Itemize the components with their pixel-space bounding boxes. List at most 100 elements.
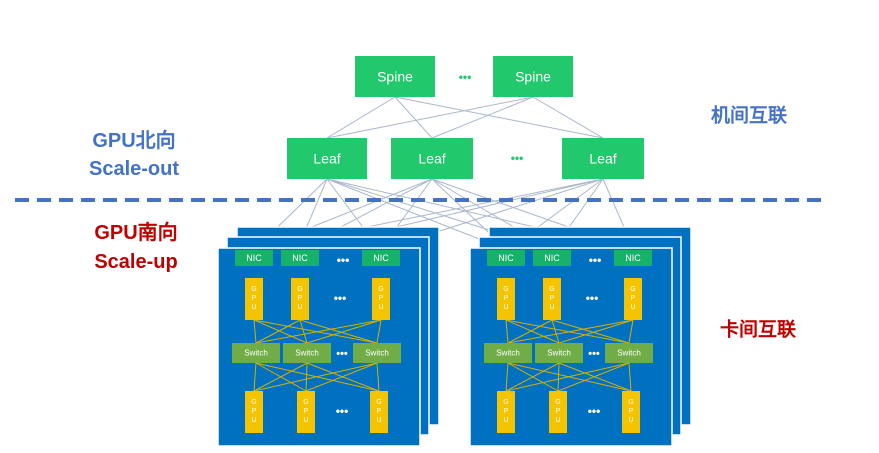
gpu-letter: P bbox=[298, 295, 303, 302]
gpu-letter: P bbox=[379, 295, 384, 302]
gpu-letter: U bbox=[630, 304, 635, 311]
gpu-letter: G bbox=[303, 399, 308, 406]
switch-label: Switch bbox=[295, 349, 319, 358]
leaf-label: Leaf bbox=[589, 151, 616, 167]
nic-label: NIC bbox=[498, 253, 514, 263]
nic-node bbox=[235, 250, 273, 266]
gpu-switch-link bbox=[507, 319, 634, 344]
nic-node bbox=[362, 250, 400, 266]
gpu-switch-link bbox=[558, 319, 634, 344]
gpu-letter: P bbox=[550, 295, 555, 302]
spine-leaf-link bbox=[326, 96, 396, 139]
switch-gpu-link bbox=[505, 362, 509, 392]
gpu-switch-link bbox=[551, 319, 560, 344]
spine-leaf-link bbox=[326, 96, 534, 139]
switch-gpu-link bbox=[305, 362, 308, 392]
switch-node bbox=[353, 343, 401, 363]
nic-label: NIC bbox=[544, 253, 560, 263]
gpu-letter: P bbox=[252, 295, 257, 302]
spine-node bbox=[355, 56, 435, 97]
nic-node bbox=[487, 250, 525, 266]
switch-gpu-link bbox=[557, 362, 560, 392]
gpu-letter: P bbox=[304, 408, 309, 415]
leaf-label: Leaf bbox=[418, 151, 445, 167]
gpu-letter: P bbox=[252, 408, 257, 415]
gpu-letter: U bbox=[549, 304, 554, 311]
gpu-node bbox=[497, 278, 515, 320]
southbound-subtitle: Scale-up bbox=[94, 251, 177, 273]
gpu-switch-link bbox=[299, 319, 378, 344]
switch-gpu-link bbox=[558, 362, 632, 392]
gpu-switch-link bbox=[376, 319, 382, 344]
gpu-node bbox=[543, 278, 561, 320]
switch-label: Switch bbox=[617, 349, 641, 358]
leaf-node bbox=[562, 138, 644, 179]
gpu-letter: U bbox=[503, 304, 508, 311]
gpu-letter: G bbox=[503, 399, 508, 406]
switch-gpu-link bbox=[507, 362, 632, 392]
leaf-node bbox=[391, 138, 473, 179]
gpu-node bbox=[291, 278, 309, 320]
gpu-letter: U bbox=[378, 304, 383, 311]
spine-label: Spine bbox=[515, 69, 551, 85]
spine-node bbox=[493, 56, 573, 97]
gpu-letter: P bbox=[629, 408, 634, 415]
switch-node bbox=[605, 343, 653, 363]
switch-label: Switch bbox=[547, 349, 571, 358]
inter-machine-label: 机间互联 bbox=[711, 105, 787, 127]
gpu-letter: G bbox=[376, 399, 381, 406]
gpu-letter: G bbox=[555, 399, 560, 406]
switch-node bbox=[535, 343, 583, 363]
gpu-ellipsis: ••• bbox=[336, 404, 349, 418]
nic-label: NIC bbox=[292, 253, 308, 263]
switch-gpu-link bbox=[376, 362, 380, 392]
gpu-switch-link bbox=[253, 319, 257, 344]
switch-ellipsis: ••• bbox=[588, 348, 600, 360]
gpu-node bbox=[497, 391, 515, 433]
gpu-switch-link bbox=[255, 319, 382, 344]
gpu-node bbox=[622, 391, 640, 433]
spine-label: Spine bbox=[377, 69, 413, 85]
nic-node bbox=[281, 250, 319, 266]
northbound-title: GPU北向 bbox=[92, 128, 175, 152]
nic-node bbox=[533, 250, 571, 266]
gpu-switch-link bbox=[253, 319, 308, 344]
switch-label: Switch bbox=[365, 349, 389, 358]
spine-ellipsis: ••• bbox=[459, 70, 472, 84]
gpu-node bbox=[624, 278, 642, 320]
gpu-letter: G bbox=[378, 286, 383, 293]
gpu-letter: G bbox=[297, 286, 302, 293]
gpu-node bbox=[370, 391, 388, 433]
nic-ellipsis: ••• bbox=[589, 253, 602, 267]
gpu-ellipsis: ••• bbox=[586, 291, 599, 305]
gpu-node bbox=[549, 391, 567, 433]
gpu-letter: U bbox=[503, 417, 508, 424]
switch-gpu-link bbox=[255, 362, 307, 392]
switch-label: Switch bbox=[244, 349, 268, 358]
gpu-switch-link bbox=[507, 319, 553, 344]
gpu-node bbox=[297, 391, 315, 433]
gpu-letter: U bbox=[251, 417, 256, 424]
spine-leaf-link bbox=[431, 96, 534, 139]
leaf-nic-link bbox=[326, 178, 508, 251]
switch-gpu-link bbox=[557, 362, 630, 392]
switch-ellipsis: ••• bbox=[336, 348, 348, 360]
switch-gpu-link bbox=[255, 362, 380, 392]
gpu-switch-link bbox=[505, 319, 509, 344]
gpu-switch-link bbox=[255, 319, 301, 344]
